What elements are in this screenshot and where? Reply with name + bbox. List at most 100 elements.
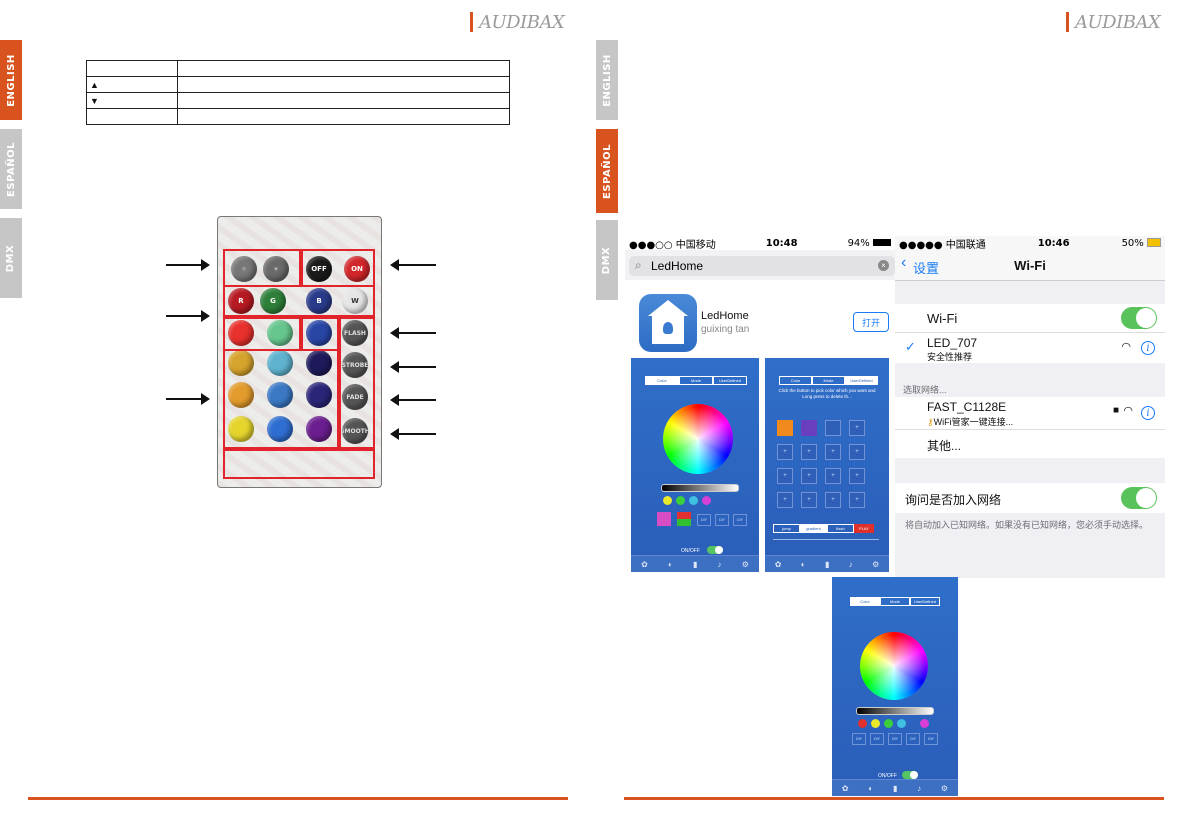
tab-userdefined[interactable]: UserDefined [845,376,878,385]
info-icon[interactable]: i [1141,406,1155,420]
palette-icon[interactable]: ✿ [841,783,849,793]
brightness-slider[interactable] [661,484,739,492]
tab-userdefined[interactable]: UserDefined [713,376,747,385]
preset-green[interactable] [676,496,685,505]
ask-join-toggle[interactable] [1121,487,1157,509]
tab-english[interactable]: ENGLISH [0,40,22,120]
clear-icon[interactable]: × [878,260,889,271]
settings-icon[interactable]: ⚙ [872,559,880,569]
custom-color-empty[interactable] [825,420,841,436]
add-color-icon[interactable]: + [849,492,865,508]
back-chevron-icon[interactable]: ‹ [901,254,907,271]
preset-red[interactable] [858,719,867,728]
preset-cyan[interactable] [689,496,698,505]
color-cyan-button[interactable] [267,350,293,376]
palette-icon[interactable]: ✿ [774,559,782,569]
color-blue-button[interactable] [306,320,332,346]
music-icon[interactable]: ♪ [848,559,853,569]
color-purple-button[interactable] [306,416,332,442]
add-color-icon[interactable]: + [849,444,865,460]
swatch-pink[interactable] [657,512,671,526]
tab-mode[interactable]: Mode [880,597,910,606]
network-row[interactable]: FAST_C1128E ⚷WiFi管家一键连接... ■ ◠ i [895,397,1165,430]
color-amber-button[interactable] [228,350,254,376]
preset-magenta[interactable] [920,719,929,728]
brightness-up-button[interactable]: ☀ [263,256,289,282]
thermometer-icon[interactable]: ▮ [892,783,898,793]
add-color-icon[interactable]: + [777,492,793,508]
app-icon[interactable] [639,294,697,352]
color-royal-blue-button[interactable] [267,416,293,442]
strobe-button[interactable]: STROBE [342,352,368,378]
diy-button[interactable]: DIY [870,733,884,745]
on-button[interactable]: ON [344,256,370,282]
diy-button[interactable]: DIY [888,733,902,745]
preset-yellow[interactable] [871,719,880,728]
tab-color[interactable]: Color [779,376,812,385]
info-icon[interactable]: i [1141,341,1155,355]
mode-flash[interactable]: flash [827,524,854,533]
speed-slider[interactable] [773,539,879,540]
tab-color[interactable]: Color [645,376,679,385]
swatch-multi[interactable] [677,512,691,526]
tab-dmx[interactable]: DMX [596,220,618,300]
moon-icon[interactable]: ◐ [667,559,673,569]
tab-color[interactable]: Color [850,597,880,606]
diy-button[interactable]: DIY [733,514,747,526]
add-color-icon[interactable]: + [801,492,817,508]
moon-icon[interactable]: ◐ [868,783,874,793]
preset-cyan[interactable] [897,719,906,728]
add-color-icon[interactable]: + [801,444,817,460]
diy-button[interactable]: DIY [906,733,920,745]
diy-button[interactable]: DIY [852,733,866,745]
thermometer-icon[interactable]: ▮ [824,559,830,569]
add-color-icon[interactable]: + [825,444,841,460]
music-icon[interactable]: ♪ [717,559,722,569]
fade-button[interactable]: FADE [342,384,368,410]
custom-color-orange[interactable] [777,420,793,436]
custom-color-purple[interactable] [801,420,817,436]
settings-icon[interactable]: ⚙ [940,783,949,793]
search-input[interactable]: ⌕ LedHome × [629,256,895,276]
color-indigo-button[interactable] [306,382,332,408]
add-color-icon[interactable]: + [849,468,865,484]
open-button[interactable]: 打开 [853,312,889,332]
tab-mode[interactable]: Mode [812,376,845,385]
blue-button[interactable]: B [306,288,332,314]
color-navy-button[interactable] [306,350,332,376]
connected-network-row[interactable]: ✓ LED_707 安全性推荐 ◠ i [895,333,1165,363]
tab-espanol[interactable]: ESPAÑOL [596,129,618,213]
wifi-toggle[interactable] [1121,307,1157,329]
add-color-icon[interactable]: + [825,468,841,484]
preset-yellow[interactable] [663,496,672,505]
diy-button[interactable]: DIY [697,514,711,526]
add-color-icon[interactable]: + [777,468,793,484]
color-light-green-button[interactable] [267,320,293,346]
add-color-icon[interactable]: + [801,468,817,484]
music-icon[interactable]: ♪ [917,783,922,793]
color-orange-button[interactable] [228,382,254,408]
color-wheel[interactable] [663,404,733,474]
add-color-icon[interactable]: + [777,444,793,460]
diy-button[interactable]: DIY [715,514,729,526]
tab-userdefined[interactable]: UserDefined [910,597,940,606]
thermometer-icon[interactable]: ▮ [692,559,698,569]
tab-english[interactable]: ENGLISH [596,40,618,120]
off-button[interactable]: OFF [306,256,332,282]
smooth-button[interactable]: SMOOTH [340,418,370,444]
red-button[interactable]: R [228,288,254,314]
add-color-icon[interactable]: + [849,420,865,436]
onoff-toggle[interactable] [902,771,918,779]
onoff-toggle[interactable] [707,546,723,554]
flash-button[interactable]: FLASH [342,320,368,346]
color-sky-button[interactable] [267,382,293,408]
settings-icon[interactable]: ⚙ [741,559,749,569]
preset-magenta[interactable] [702,496,711,505]
white-button[interactable]: W [342,288,368,314]
back-button[interactable]: 设置 [913,261,940,276]
play-button[interactable]: PLAY [854,524,874,533]
moon-icon[interactable]: ◐ [800,559,806,569]
tab-espanol[interactable]: ESPAÑOL [0,129,22,209]
green-button[interactable]: G [260,288,286,314]
preset-green[interactable] [884,719,893,728]
